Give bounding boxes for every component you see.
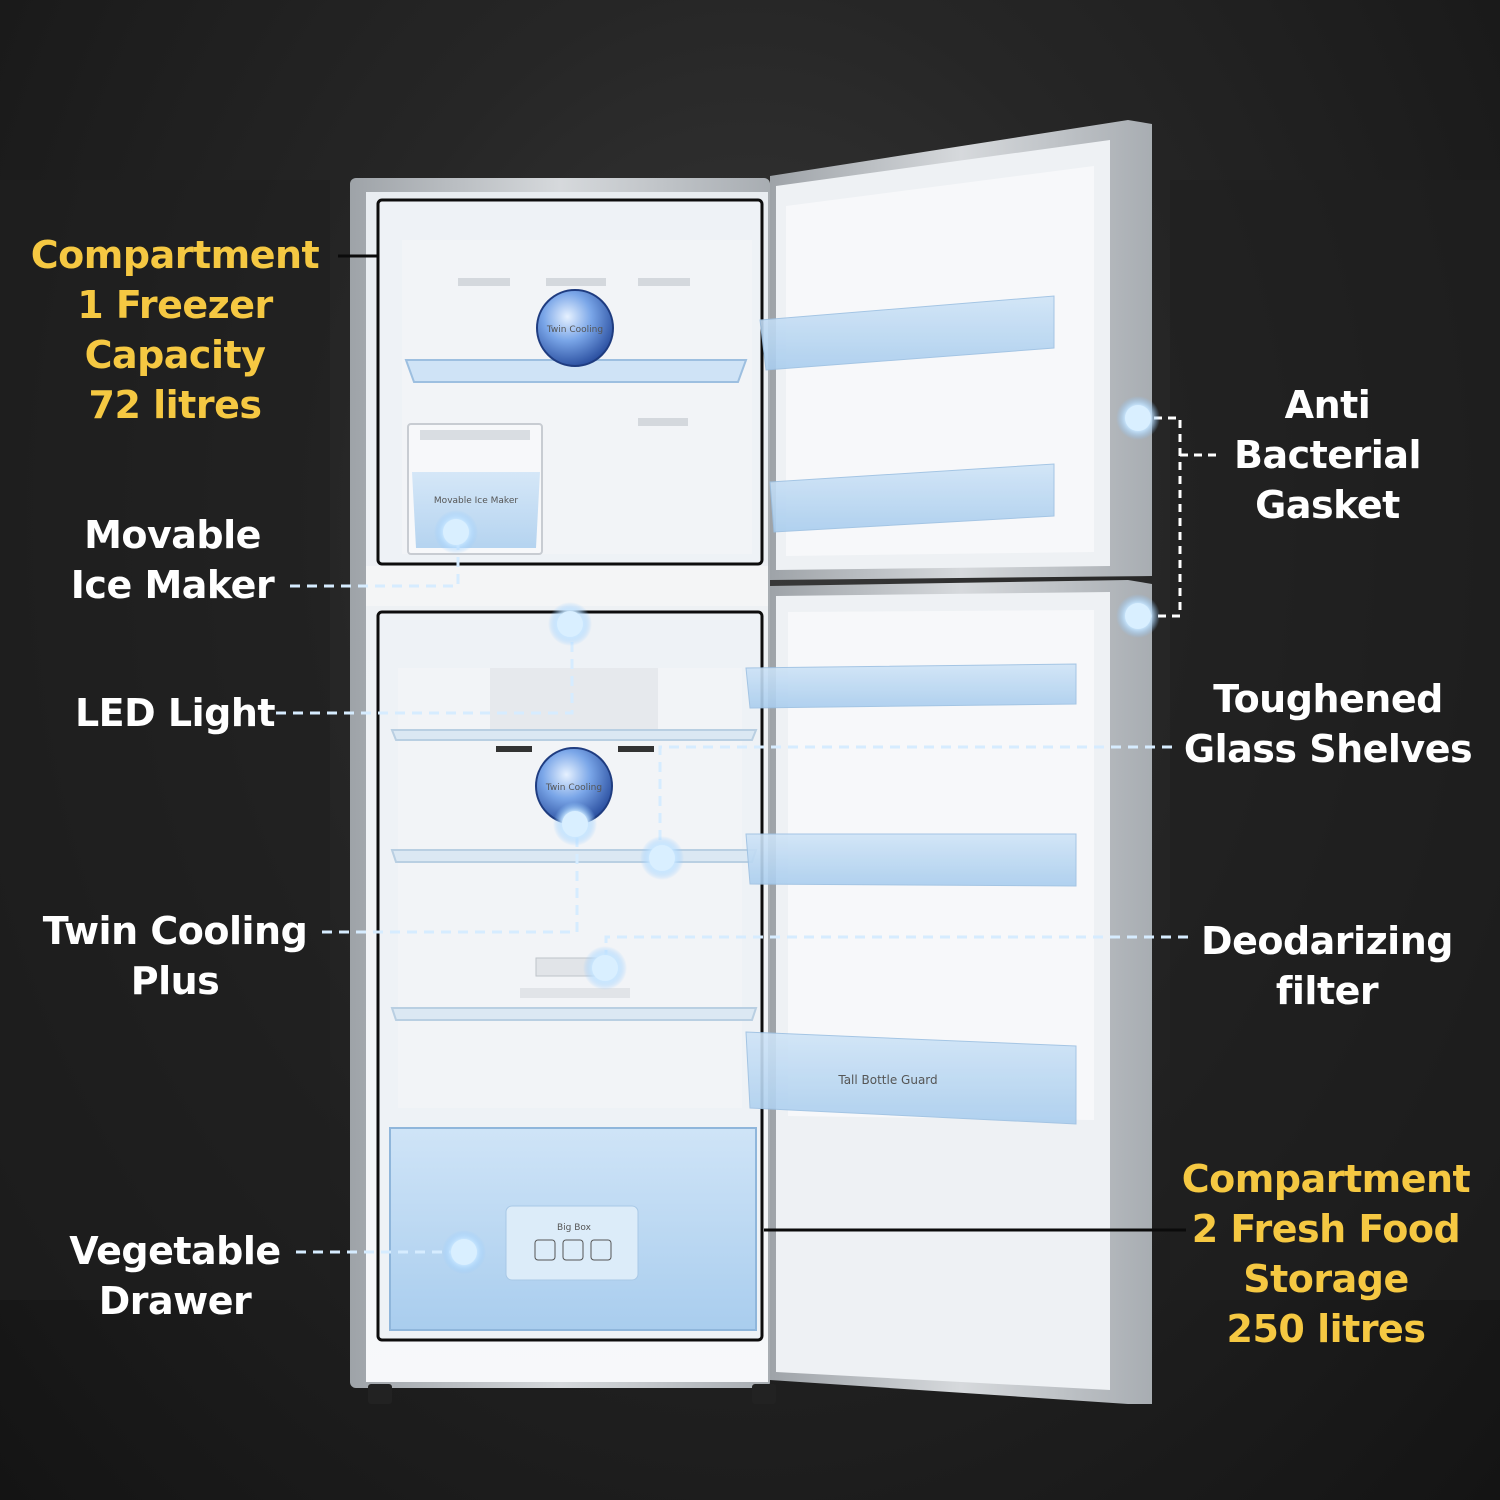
led-light-label: LED Light (74, 691, 276, 735)
ice-maker-text: Movable Ice Maker (434, 496, 518, 506)
twin-cooling-badge-bottom: Twin Cooling (545, 783, 602, 793)
led-line (276, 624, 574, 715)
twin-cooling-line (322, 826, 579, 934)
fresh-food-compartment: Twin Cooling Big Box (376, 610, 764, 1342)
solid-callout-lines (338, 254, 1186, 1232)
big-box-text: Big Box (557, 1223, 592, 1233)
freezer-compartment: Twin Cooling Movable Ice Maker (376, 198, 764, 566)
callout-dots (434, 396, 1160, 1274)
glass-line (658, 745, 1172, 858)
freezer-door (759, 120, 1152, 580)
twin-cooling-badge-top: Twin Cooling (546, 325, 603, 335)
tall-bottle-text: Tall Bottle Guard (837, 1073, 937, 1087)
background-cabinet-left (0, 180, 330, 1300)
background-cabinet-right (1170, 180, 1500, 1300)
fridge-door: Tall Bottle Guard (745, 580, 1152, 1404)
